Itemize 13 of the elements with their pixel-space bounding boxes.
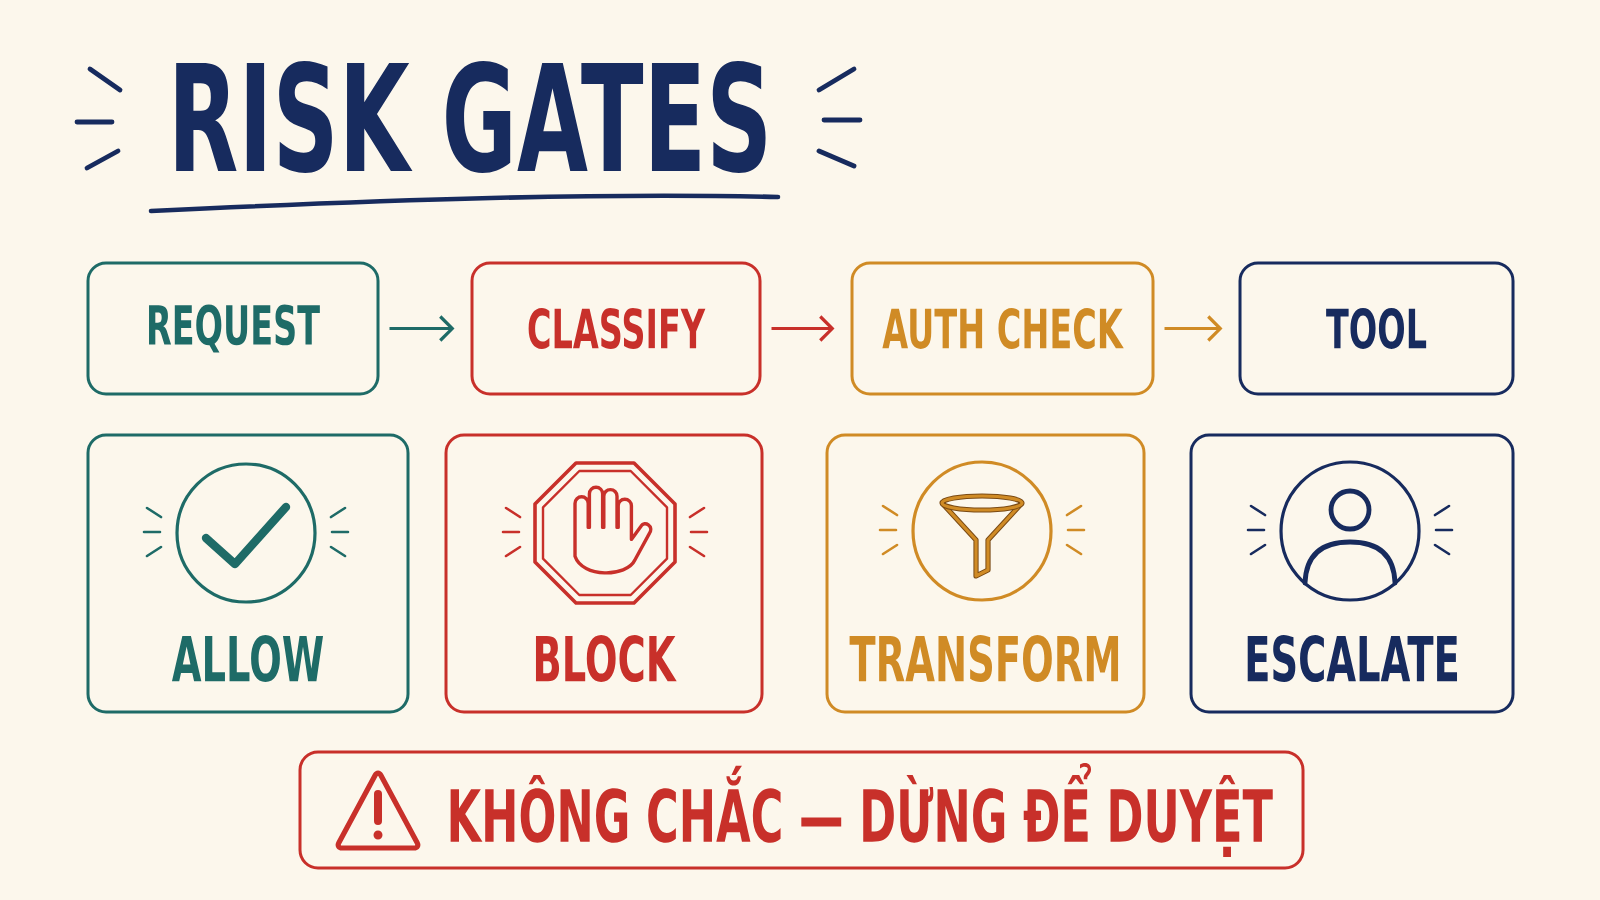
title: RISK GATES <box>176 61 766 173</box>
step-box: AUTH CHECK <box>850 261 1155 396</box>
warning-banner: KHÔNG CHẮC — DỪNG ĐỂ DUYỆT <box>298 750 1305 870</box>
arrow <box>1164 315 1223 342</box>
arrow <box>771 315 835 342</box>
outcome-card: TRANSFORM <box>825 433 1146 714</box>
outcome-card: BLOCK <box>444 433 764 714</box>
step-box: TOOL <box>1238 261 1515 396</box>
step-box: CLASSIFY <box>470 261 762 396</box>
arrow <box>389 315 455 342</box>
outcome-card: ALLOW <box>86 433 410 714</box>
outcome-card: ESCALATE <box>1189 433 1515 714</box>
step-box: REQUEST <box>86 261 380 396</box>
